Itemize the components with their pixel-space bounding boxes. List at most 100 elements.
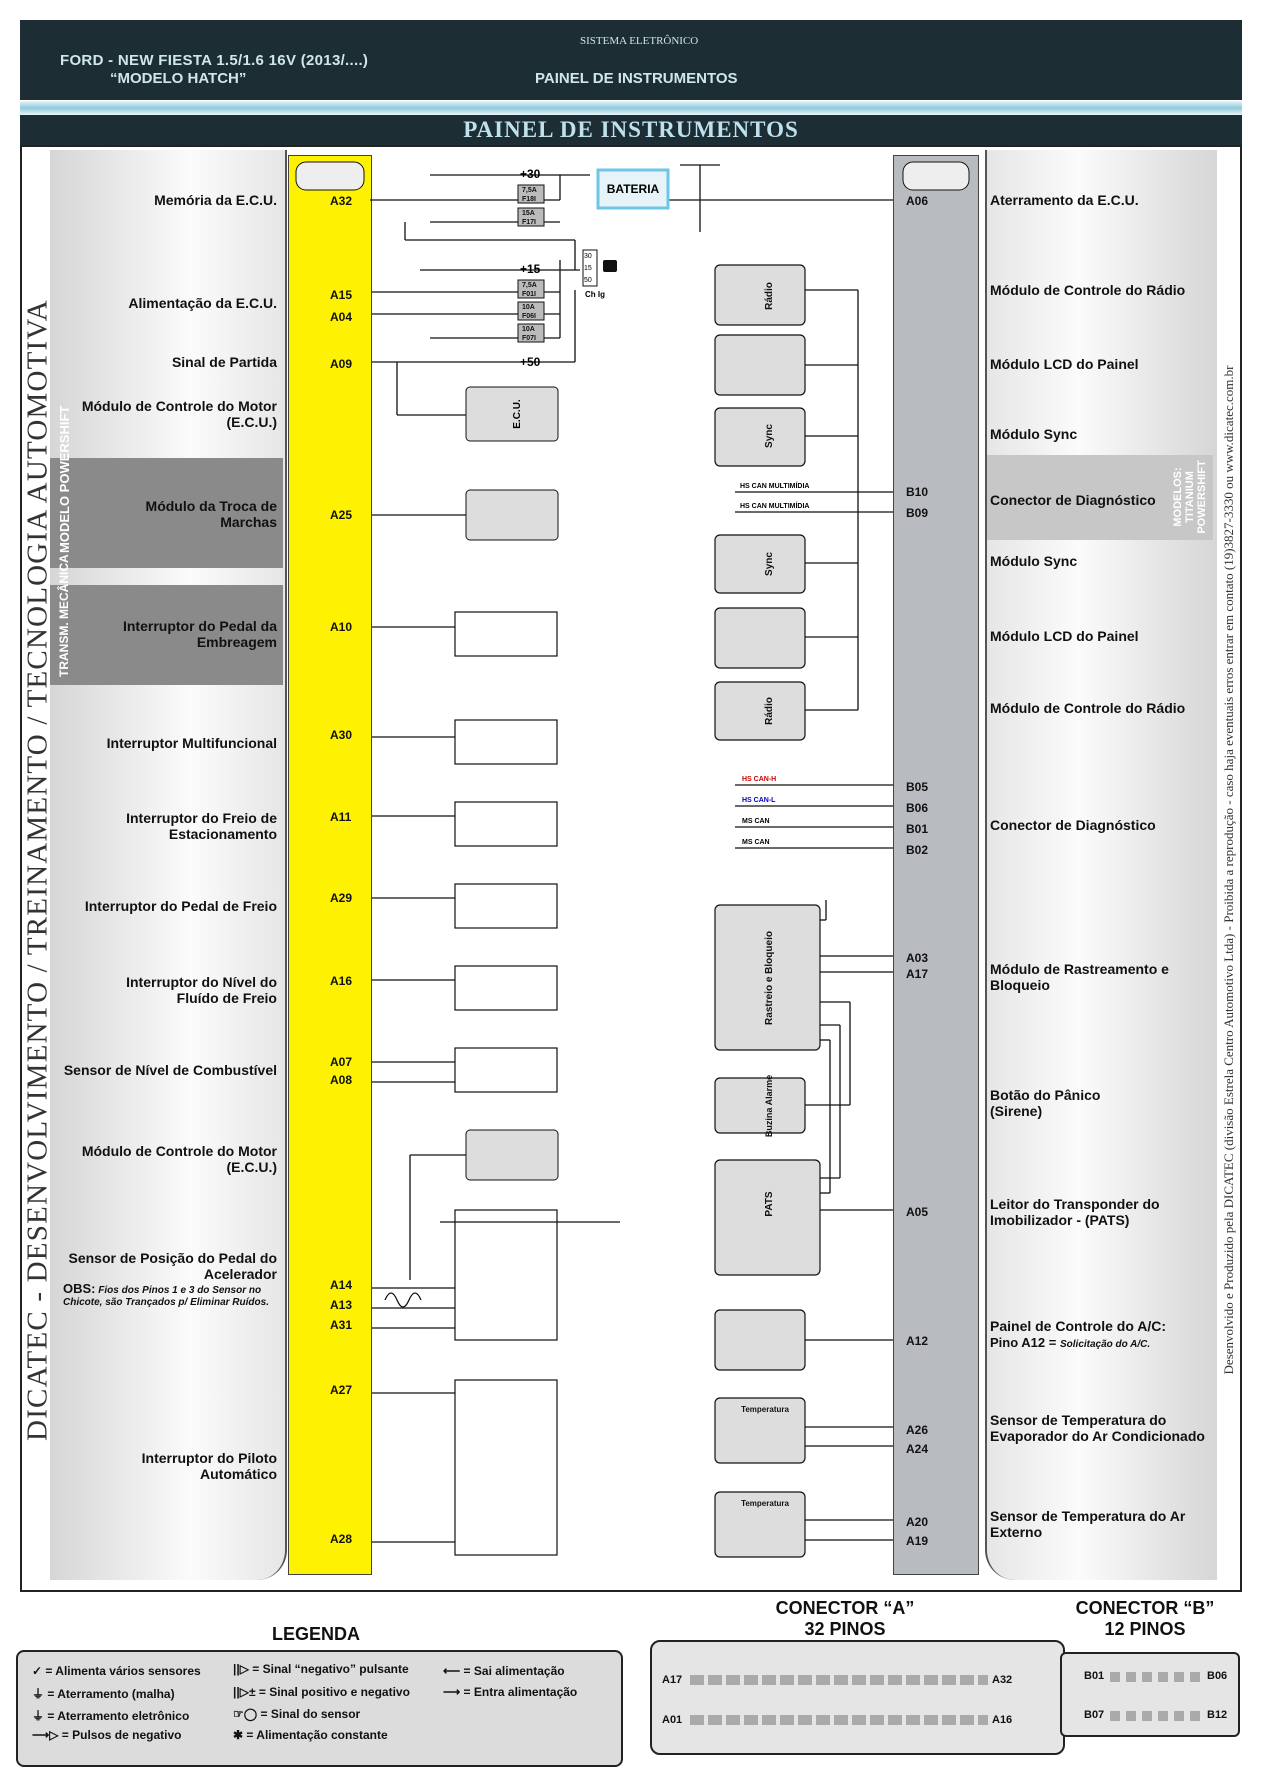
- label-pedal-sensor: Sensor de Posição do Pedal do Acelerador: [68, 1250, 278, 1282]
- fuse-4-id: F06I: [522, 313, 536, 320]
- pin-a26: A26: [906, 1423, 929, 1437]
- legend-item-2: ||▷ = Sinal “negativo” pulsante: [233, 1662, 409, 1676]
- battery-label: BATERIA: [607, 182, 660, 196]
- rail-30: +30: [520, 167, 541, 181]
- legend-item-10: ✱ = Alimentação constante: [233, 1728, 388, 1742]
- can-hsl: HS CAN-L: [742, 797, 776, 804]
- rail-15: +15: [520, 262, 541, 276]
- header: FORD - NEW FIESTA 1.5/1.6 16V (2013/....…: [20, 20, 1242, 100]
- sensor-signal-icon: ☞◯: [233, 1707, 261, 1721]
- label-lcd-module-2: Módulo LCD do Painel: [990, 628, 1139, 644]
- conn-b-row1: [1110, 1672, 1204, 1682]
- label-ecu-memory: Memória da E.C.U.: [154, 192, 277, 208]
- label-diagnostic-1: Conector de Diagnóstico: [990, 492, 1156, 508]
- header-band: [20, 101, 1242, 115]
- legend-item-5: ||▷± = Sinal positivo e negativo: [233, 1685, 410, 1699]
- banner-title: PAINEL DE INSTRUMENTOS: [463, 117, 799, 142]
- label-diagnostic-2: Conector de Diagnóstico: [990, 817, 1156, 833]
- banner: PAINEL DE INSTRUMENTOS: [20, 115, 1242, 145]
- conn-a-tr: A32: [992, 1674, 1013, 1686]
- can-hs-1: HS CAN MULTIMÍDIA: [740, 481, 809, 490]
- rail-50: +50: [520, 355, 541, 369]
- fuse-2-amp: 15A: [522, 210, 535, 217]
- label-sync-module: Módulo Sync: [990, 426, 1078, 442]
- model-title: “MODELO HATCH”: [110, 70, 247, 87]
- connector-b-diagram: B01 B06 B07 B12: [1060, 1652, 1240, 1737]
- fuse-4-amp: 10A: [522, 304, 535, 311]
- conn-b-tl: B01: [1084, 1670, 1105, 1682]
- label-sync-module-2: Módulo Sync: [990, 553, 1078, 569]
- pin-a09: A09: [330, 357, 353, 371]
- label-ecu-ground: Aterramento da E.C.U.: [990, 192, 1139, 208]
- fuse-5-id: F07I: [522, 335, 536, 342]
- pin-a16: A16: [330, 974, 353, 988]
- conn-b-row2: [1110, 1711, 1204, 1721]
- sync-text-2: Sync: [764, 552, 775, 576]
- conn-b-tr: B06: [1207, 1670, 1228, 1682]
- arrow-left-icon: ⟵: [443, 1664, 464, 1678]
- arrow-right-icon: ⟶: [443, 1685, 464, 1699]
- key-icon: [603, 260, 617, 272]
- legend-item-9: ⟶▷ = Pulsos de negativo: [32, 1728, 182, 1742]
- pin-a24: A24: [906, 1442, 929, 1456]
- panel-title: PAINEL DE INSTRUMENTOS: [535, 70, 738, 87]
- ignition-15: 15: [584, 265, 592, 272]
- pin-a27: A27: [330, 1383, 353, 1397]
- legend-item-1: ✓ = Alimenta vários sensores: [32, 1664, 201, 1678]
- pulse-icon: ||▷: [233, 1662, 253, 1676]
- pin-a20: A20: [906, 1515, 929, 1529]
- connector-b-title: CONECTOR “B”12 PINOS: [1075, 1598, 1215, 1639]
- ecu-module-box: [465, 386, 559, 442]
- right-label-panel: [985, 150, 1217, 1580]
- label-fuel-sensor: Sensor de Nível de Combustível: [63, 1062, 277, 1078]
- pin-a30: A30: [330, 728, 353, 742]
- ignition-50: 50: [584, 277, 592, 284]
- connector-a-diagram: A17 A32 A01 A16: [650, 1640, 1065, 1755]
- pin-a28: A28: [330, 1532, 353, 1546]
- pin-a11: A11: [330, 810, 352, 824]
- wiring-diagram: BATERIA +30 +15 +50 7,5A F18I 15A F17I 7…: [295, 161, 970, 1558]
- pin-a32: A32: [330, 194, 353, 208]
- label-ac-panel: Painel de Controle do A/C:: [990, 1318, 1167, 1334]
- ac-note: Pino A12 = Solicitação do A/C.: [990, 1335, 1151, 1350]
- negative-pulse-icon: ⟶▷: [32, 1728, 62, 1742]
- powershift-band: MODELO POWERSHIFT: [50, 406, 283, 568]
- label-tracking-module: Módulo de Rastreamento e Bloqueio: [990, 961, 1169, 993]
- battery-box: [596, 168, 670, 210]
- pin-a13: A13: [330, 1298, 353, 1312]
- pin-b02: B02: [906, 843, 929, 857]
- pin-b06: B06: [906, 801, 929, 815]
- conn-b-br: B12: [1207, 1709, 1228, 1721]
- can-hsh: HS CAN-H: [742, 776, 776, 783]
- label-brake-pedal: Interruptor do Pedal de Freio: [84, 898, 277, 914]
- fuse-1-id: F18I: [522, 196, 536, 203]
- left-label-panel: [50, 150, 287, 1580]
- can-ms-2: MS CAN: [742, 839, 770, 846]
- ecu-module-text: E.C.U.: [512, 399, 523, 429]
- signal-pm-icon: ||▷±: [233, 1685, 259, 1699]
- pin-a08: A08: [330, 1073, 353, 1087]
- conn-a-row2: [690, 1715, 988, 1725]
- legend-item-3: ⟵ = Sai alimentação: [443, 1664, 565, 1678]
- label-multifunction-switch: Interruptor Multifuncional: [106, 735, 277, 751]
- label-outside-temp: Sensor de Temperatura do Ar Externo: [990, 1508, 1186, 1540]
- ecu-module-box-2: [465, 1129, 559, 1181]
- pats-text: PATS: [764, 1191, 775, 1217]
- label-radio-module: Módulo de Controle do Rádio: [990, 282, 1186, 298]
- fuse-2-id: F17I: [522, 219, 536, 226]
- can-ms-1: MS CAN: [742, 818, 770, 825]
- temp-text-1: Temperatura: [741, 1405, 789, 1414]
- pin-a14: A14: [330, 1278, 353, 1292]
- connector-b-bar: [893, 155, 979, 1575]
- conn-a-br: A16: [992, 1714, 1013, 1726]
- can-hs-2: HS CAN MULTIMÍDIA: [740, 501, 809, 510]
- conn-a-row1: [690, 1675, 988, 1685]
- legend-title: LEGENDA: [272, 1624, 361, 1644]
- gearshift-module-box: [465, 489, 559, 541]
- label-pats-reader: Leitor do Transponder do Imobilizador - …: [990, 1196, 1160, 1228]
- pin-a31: A31: [330, 1318, 353, 1332]
- tracking-text: Rastreio e Bloqueio: [764, 931, 775, 1025]
- label-radio-module-2: Módulo de Controle do Rádio: [990, 700, 1186, 716]
- pin-a15: A15: [330, 288, 353, 302]
- conn-a-tl: A17: [662, 1674, 683, 1686]
